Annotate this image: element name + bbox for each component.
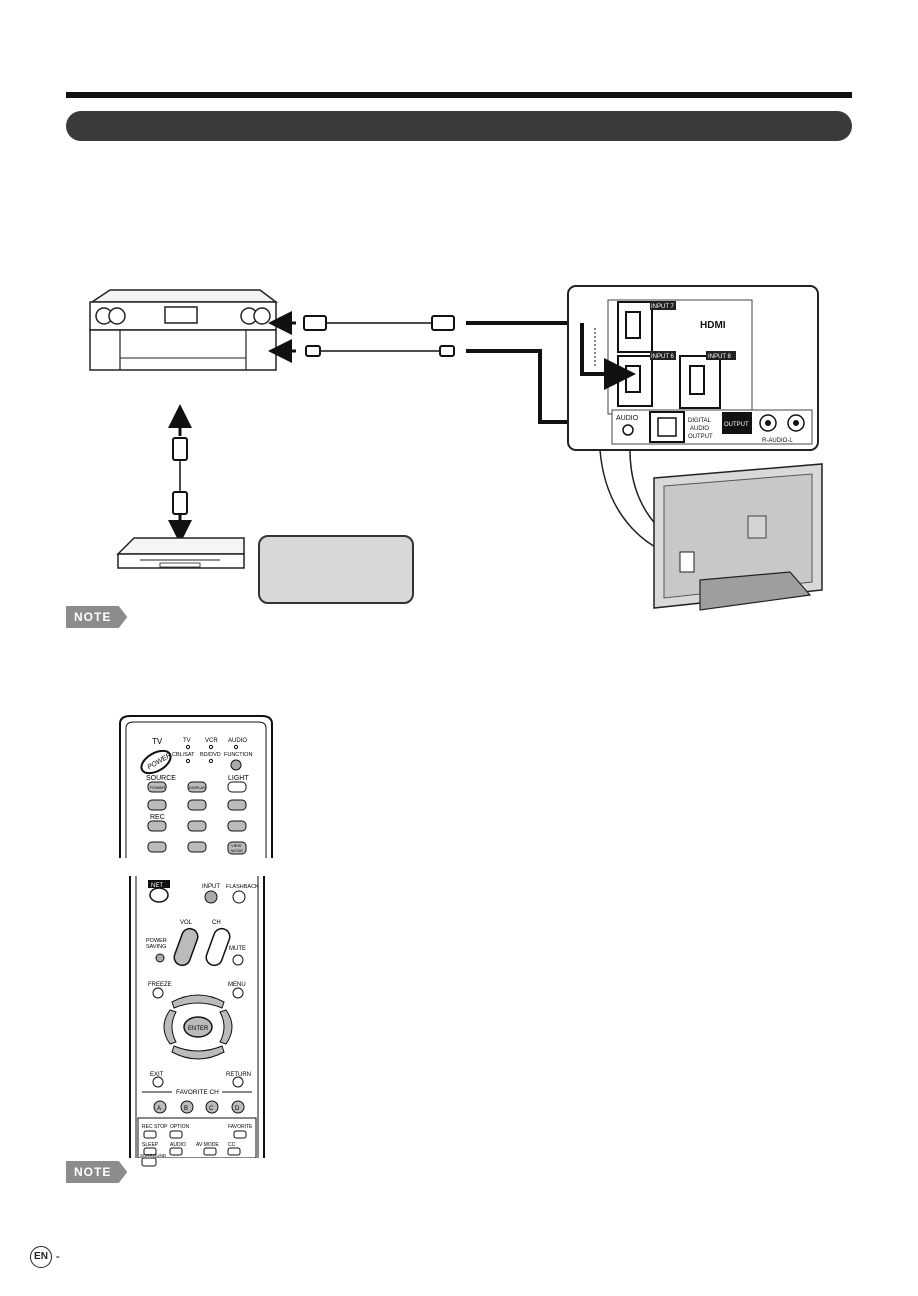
digital-audio-output-label-3: OUTPUT <box>688 434 713 440</box>
mute-label: MUTE <box>229 946 246 952</box>
flashback-label: FLASHBACK <box>226 884 259 890</box>
top-rule <box>66 92 852 98</box>
view-mode-label-2: MODE <box>231 848 243 853</box>
remote-top-illustration: TV TV VCR AUDIO CBL/SAT BD/DVD FUNCTION … <box>119 715 273 858</box>
menu-label: MENU <box>228 982 246 988</box>
section-title-bar <box>66 111 852 141</box>
display-label: DISPLAY <box>189 785 206 790</box>
digital-audio-output-label-1: DIGITAL <box>688 418 712 424</box>
freeze-label: FREEZE <box>148 982 172 988</box>
net-label: NET <box>151 883 163 889</box>
connection-diagram: INPUT 7 INPUT 6 INPUT 8 HDMI AUDIO DIGIT… <box>89 285 823 611</box>
audio-label: AUDIO <box>616 415 639 422</box>
option-label: OPTION <box>170 1124 190 1130</box>
vcr-label: VCR <box>205 738 218 744</box>
fav-b: B <box>184 1106 188 1112</box>
input7-label: INPUT 7 <box>651 304 675 310</box>
light-label: LIGHT <box>228 775 249 782</box>
fav-c: C <box>209 1106 214 1112</box>
output-label: OUTPUT <box>724 422 749 428</box>
bd-player-illustration <box>116 537 245 569</box>
fav-a: A <box>157 1106 161 1112</box>
bd-dvd-label: BD/DVD <box>200 752 221 758</box>
callout-box <box>258 535 414 604</box>
view-mode-label-1: VIEW <box>231 843 241 848</box>
source-power-label: POWER <box>150 785 165 790</box>
input-label: INPUT <box>202 884 220 890</box>
source-label: SOURCE <box>146 775 176 782</box>
vol-label: VOL <box>180 920 193 926</box>
av-receiver-illustration <box>89 289 279 371</box>
audio-label: AUDIO <box>170 1142 186 1148</box>
digital-audio-output-label-2: AUDIO <box>690 426 709 432</box>
input6-label: INPUT 6 <box>651 354 675 360</box>
surround-label: SURROUND <box>140 1153 167 1158</box>
surround-button-illustration <box>141 1158 157 1167</box>
rec-stop-label: REC STOP <box>142 1124 168 1130</box>
rec-label: REC <box>150 814 165 821</box>
function-label: FUNCTION <box>224 752 252 758</box>
power-saving-label-2: SAVING <box>146 944 166 950</box>
cbl-sat-label: CBL/SAT <box>172 752 195 758</box>
r-audio-l-label: R-AUDIO-L <box>762 438 793 444</box>
enter-label: ENTER <box>188 1026 209 1032</box>
fav-d: D <box>235 1106 240 1112</box>
lang-badge: EN <box>30 1246 52 1268</box>
page-dash: - <box>55 1248 60 1264</box>
hdmi-cable-vertical <box>168 404 192 544</box>
cc-label: CC <box>228 1142 236 1148</box>
power-saving-label-1: POWER <box>146 938 167 944</box>
note-tag-1: NOTE <box>66 606 128 628</box>
audio-mode-label: AUDIO <box>228 738 247 744</box>
note-tag-2: NOTE <box>66 1161 128 1183</box>
tv-small-label: TV <box>183 738 191 744</box>
hdmi-logo: HDMI <box>700 320 726 331</box>
tv-mode-label: TV <box>152 737 163 746</box>
remote-bottom-illustration: NET INPUT FLASHBACK VOL CH POWER SAVING … <box>129 876 265 1158</box>
input8-label: INPUT 8 <box>708 354 732 360</box>
av-mode-label: AV MODE <box>196 1142 219 1148</box>
exit-label: EXIT <box>150 1072 164 1078</box>
ch-label: CH <box>212 920 221 926</box>
favorite-ch-label: FAVORITE CH <box>176 1089 219 1096</box>
return-label: RETURN <box>226 1072 251 1078</box>
tv-terminal-panel: INPUT 7 INPUT 6 INPUT 8 HDMI AUDIO DIGIT… <box>567 285 819 451</box>
favorite-label: FAVORITE <box>228 1124 253 1130</box>
sleep-label: SLEEP <box>142 1142 159 1148</box>
language-marker: EN - <box>30 1246 60 1268</box>
tv-rear-illustration <box>599 449 823 611</box>
